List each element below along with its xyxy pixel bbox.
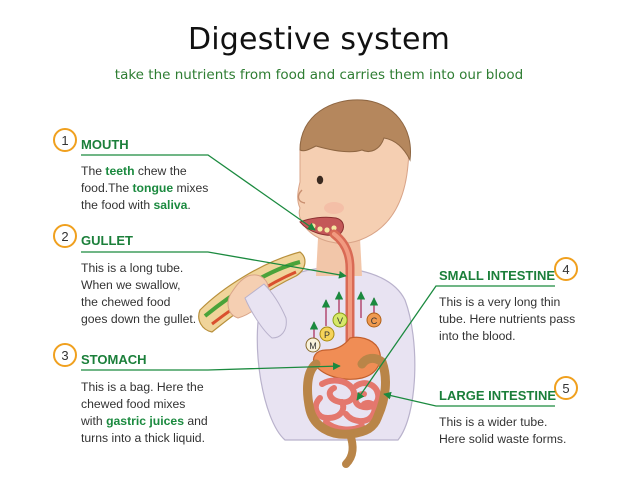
organ-title-large-intestine: LARGE INTESTINE — [439, 388, 556, 403]
hair — [299, 99, 411, 162]
nutrient-label-c: C — [371, 316, 378, 326]
large-intestine-desc-line-1: This is a wider tube. — [439, 415, 547, 429]
callout-gullet: 2 GULLET This is a long tube. When we sw… — [53, 224, 347, 326]
gullet-desc-line-1: This is a long tube. — [81, 261, 183, 275]
leader-large-intestine — [383, 391, 555, 407]
small-intestine-desc-line-2: tube. Here nutrients pass — [439, 312, 575, 326]
gullet-desc: This is a long tube. When we swallow, th… — [81, 261, 196, 326]
number-5: 5 — [562, 381, 569, 396]
stomach — [313, 336, 381, 380]
organ-title-small-intestine: SMALL INTESTINE — [439, 268, 555, 283]
leader-gullet — [81, 251, 347, 279]
number-4: 4 — [562, 262, 569, 277]
leader-stomach — [81, 362, 341, 371]
gullet-desc-line-3: the chewed food — [81, 295, 170, 309]
organ-title-gullet: GULLET — [81, 233, 133, 248]
diagram-subtitle: take the nutrients from food and carries… — [114, 67, 524, 83]
number-1: 1 — [61, 133, 68, 148]
number-badge-4 — [554, 257, 578, 281]
nutrient-label-v: V — [337, 316, 343, 326]
number-badge-1 — [53, 128, 77, 152]
large-intestine-desc-line-2: Here solid waste forms. — [439, 432, 566, 446]
organ-title-stomach: STOMACH — [81, 352, 146, 367]
child-illustration: M P V C — [198, 99, 416, 468]
stomach-desc-line-4: turns into a thick liquid. — [81, 431, 205, 445]
gullet-desc-line-2: When we swallow, — [81, 278, 181, 292]
diagram-title: Digestive system — [187, 22, 451, 57]
stomach-desc-line-1: This is a bag. Here the — [81, 380, 204, 394]
gullet-desc-line-4: goes down the gullet. — [81, 312, 196, 326]
small-intestine-desc-line-3: into the blood. — [439, 329, 516, 343]
mouth-desc-line-3: the food with saliva. — [81, 198, 191, 212]
stomach-desc-line-2: chewed food mixes — [81, 397, 185, 411]
small-intestine-desc-line-1: This is a very long thin — [439, 295, 560, 309]
number-badge-3 — [53, 343, 77, 367]
leader-mouth — [81, 154, 316, 231]
callout-small-intestine: 4 SMALL INTESTINE This is a very long th… — [356, 257, 579, 401]
nutrient-label-p: P — [324, 330, 330, 340]
large-intestine-desc: This is a wider tube. Here solid waste f… — [439, 415, 566, 446]
small-intestine-desc: This is a very long thin tube. Here nutr… — [439, 295, 579, 343]
callout-mouth: 1 MOUTH The teeth chew the food.The tong… — [53, 128, 316, 231]
organ-title-mouth: MOUTH — [81, 137, 129, 152]
callout-stomach: 3 STOMACH This is a bag. Here the chewed… — [53, 343, 341, 445]
eye — [316, 175, 324, 185]
number-badge-2 — [53, 224, 77, 248]
number-2: 2 — [61, 229, 68, 244]
stomach-desc: This is a bag. Here the chewed food mixe… — [80, 380, 211, 445]
small-intestine — [312, 377, 382, 433]
callout-large-intestine: 5 LARGE INTESTINE This is a wider tube. … — [383, 376, 578, 446]
stomach-desc-line-3: with gastric juices and — [80, 414, 208, 428]
mouth-desc: The teeth chew the food.The tongue mixes… — [81, 164, 212, 212]
nutrient-label-m: M — [309, 341, 317, 351]
mouth-desc-line-1: The teeth chew the — [81, 164, 187, 178]
leader-small-intestine — [356, 285, 555, 401]
number-3: 3 — [61, 348, 68, 363]
mouth-desc-line-2: food.The tongue mixes — [81, 181, 208, 195]
number-badge-5 — [554, 376, 578, 400]
nutrient-labels: M P V C — [305, 312, 382, 353]
cheek — [324, 202, 344, 214]
nose — [297, 189, 306, 204]
